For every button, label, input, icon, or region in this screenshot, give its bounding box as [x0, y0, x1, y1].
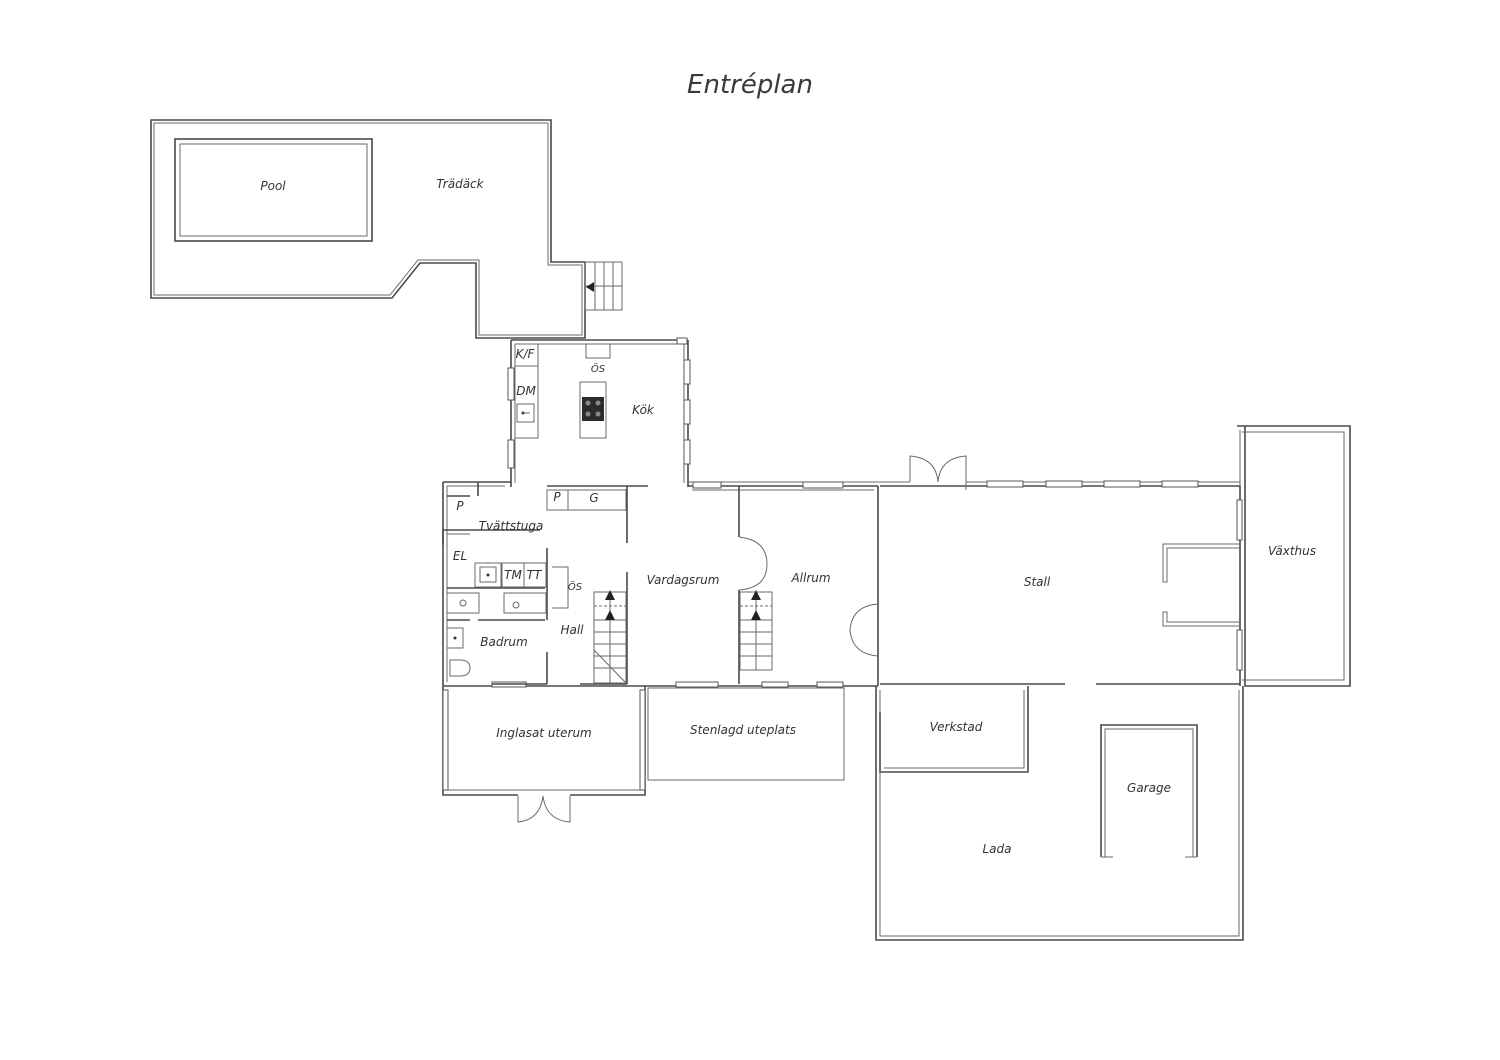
main-house-walls	[442, 481, 1240, 688]
label-dm: DM	[516, 384, 536, 398]
bathroom-fixtures	[446, 627, 471, 677]
label-stall: Stall	[1024, 575, 1051, 589]
doors	[517, 455, 967, 823]
kitchen-walls	[507, 337, 691, 487]
stone-patio	[647, 687, 845, 781]
deck-stairs	[584, 261, 623, 311]
label-inglasat: Inglasat uterum	[496, 726, 592, 740]
label-tm: TM	[504, 568, 522, 582]
allrum-staircase	[739, 590, 773, 671]
stair-arrow-icon-4	[751, 610, 761, 620]
label-tradack: Trädäck	[436, 177, 484, 191]
label-vaxthus: Växthus	[1268, 544, 1316, 558]
label-garage: Garage	[1127, 781, 1171, 795]
label-os-kitchen: ÖS	[591, 362, 606, 375]
label-el: EL	[453, 549, 467, 563]
stair-arrow-icon-3	[751, 590, 761, 600]
label-tvattstuga: Tvättstuga	[479, 519, 544, 533]
interior-walls	[442, 482, 740, 685]
label-pool: Pool	[260, 179, 286, 193]
label-verkstad: Verkstad	[930, 720, 983, 734]
label-hall: Hall	[560, 623, 584, 637]
label-kok: Kök	[632, 403, 655, 417]
glazed-porch	[442, 686, 646, 796]
stair-arrow-icon-1	[605, 590, 615, 600]
barn-walls	[875, 686, 1244, 941]
label-g-hall: G	[589, 491, 598, 505]
label-os-hall: ÖS	[568, 580, 583, 593]
cooktop-icon	[582, 397, 604, 421]
stair-arrow-icon	[586, 282, 594, 292]
label-allrum: Allrum	[790, 571, 830, 585]
label-tt: TT	[527, 568, 543, 582]
laundry-fixtures	[446, 562, 547, 614]
stable-walls	[880, 430, 1241, 686]
label-vardagsrum: Vardagsrum	[647, 573, 720, 587]
stair-arrow-icon-2	[605, 610, 615, 620]
plan-title: Entréplan	[687, 70, 813, 100]
label-kf: K/F	[516, 347, 536, 361]
greenhouse	[1236, 425, 1351, 687]
deck-outline	[150, 119, 586, 339]
label-badrum: Badrum	[480, 635, 527, 649]
pool	[174, 138, 373, 242]
label-p-hall: P	[553, 490, 561, 504]
label-lada: Lada	[982, 842, 1011, 856]
hall-staircase	[593, 590, 627, 684]
label-stenlagd: Stenlagd uteplats	[690, 723, 796, 737]
label-p-laundry: P	[456, 499, 464, 513]
kitchen-fixtures	[515, 343, 611, 439]
